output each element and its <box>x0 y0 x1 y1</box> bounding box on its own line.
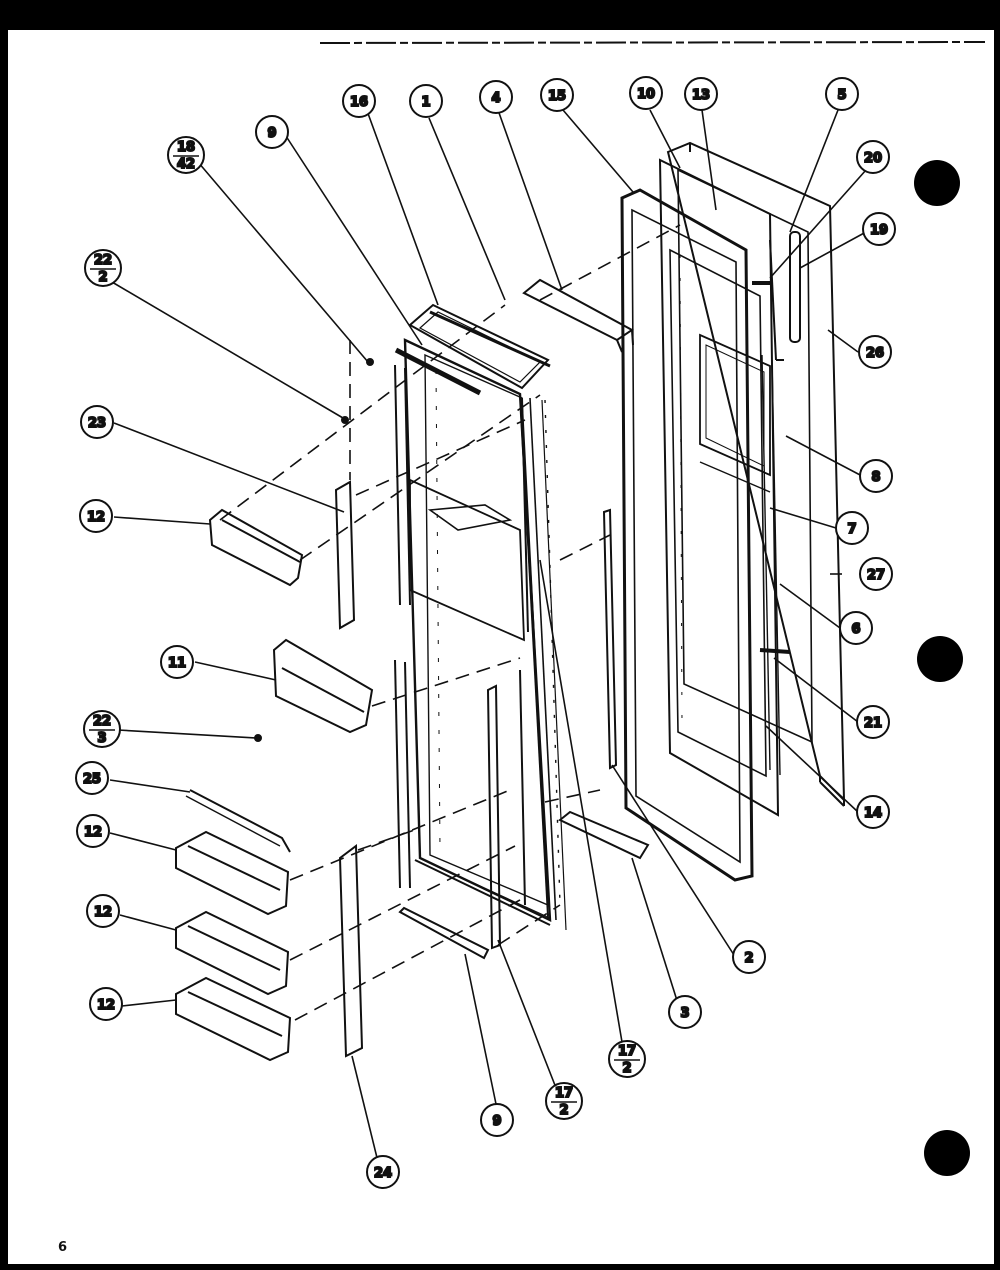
panel-4 <box>522 278 634 353</box>
callout-13: 13 <box>684 77 718 111</box>
callout-12-c-label: 12 <box>94 905 112 920</box>
callout-5-label: 5 <box>837 88 846 103</box>
binder-hole-top <box>914 160 960 206</box>
callout-12-b: 12 <box>76 814 110 848</box>
callout-1: 1 <box>409 84 443 118</box>
callout-4-label: 4 <box>491 91 500 106</box>
callout-12-a-label: 12 <box>87 510 105 525</box>
strip-3 <box>558 810 650 860</box>
callout-9-top-label: 9 <box>267 126 276 141</box>
callout-17-2-right-num: 17 <box>618 1044 636 1059</box>
callout-17-2-right-den: 2 <box>622 1061 631 1076</box>
callout-8-label: 8 <box>871 470 880 485</box>
callout-18-42-num: 18 <box>177 140 195 155</box>
binder-hole-bottom <box>924 1130 970 1176</box>
callout-22-3-num: 22 <box>93 714 111 729</box>
callout-9-bottom: 9 <box>480 1103 514 1137</box>
strip-9-bottom <box>398 906 490 960</box>
callout-7-label: 7 <box>847 522 856 537</box>
callout-2-label: 2 <box>744 951 753 966</box>
callout-12-d: 12 <box>89 987 123 1021</box>
callout-27-label: 27 <box>867 568 885 583</box>
door-inner-liner <box>658 158 780 817</box>
callout-22-3-den: 3 <box>97 731 106 746</box>
callout-11: 11 <box>160 645 194 679</box>
callout-1-label: 1 <box>421 95 430 110</box>
callout-21: 21 <box>856 705 890 739</box>
callout-5: 5 <box>825 77 859 111</box>
callout-20-label: 20 <box>864 151 882 166</box>
door-bin-1 <box>175 830 290 916</box>
binder-hole-middle <box>917 636 963 682</box>
callout-18-42-den: 42 <box>177 157 195 172</box>
callout-9-top: 9 <box>255 115 289 149</box>
callout-24: 24 <box>366 1155 400 1189</box>
callout-13-label: 13 <box>692 88 710 103</box>
callout-27: 27 <box>859 557 893 591</box>
callout-6-label: 6 <box>851 622 860 637</box>
callout-10: 10 <box>629 76 663 110</box>
callout-15-label: 15 <box>548 89 566 104</box>
callout-22-2-num: 22 <box>94 253 112 268</box>
callout-4: 4 <box>479 80 513 114</box>
callout-21-label: 21 <box>864 716 882 731</box>
callout-25-left: 25 <box>75 761 109 795</box>
door-bin-3 <box>175 976 292 1062</box>
callout-12-b-label: 12 <box>84 825 102 840</box>
callout-17-2-right: 17 2 <box>608 1040 646 1078</box>
callout-22-2: 22 2 <box>84 249 122 287</box>
strip-2 <box>602 508 618 770</box>
door-shelf-11 <box>272 638 374 734</box>
callout-22-2-den: 2 <box>98 270 107 285</box>
callout-7: 7 <box>835 511 869 545</box>
callout-3-label: 3 <box>680 1006 689 1021</box>
callout-23-label: 23 <box>88 416 106 431</box>
callout-25-left-label: 25 <box>83 772 101 787</box>
callout-3: 3 <box>668 995 702 1029</box>
callout-8: 8 <box>859 459 893 493</box>
callout-10-label: 10 <box>637 87 655 102</box>
strip-17 <box>486 684 502 950</box>
callout-22-3: 22 3 <box>83 710 121 748</box>
callout-12-c: 12 <box>86 894 120 928</box>
door-shelf-top <box>208 508 304 587</box>
callout-26: 26 <box>858 335 892 369</box>
callout-17-2-left-den: 2 <box>559 1103 568 1118</box>
callout-26-label: 26 <box>866 346 884 361</box>
page-number: 6 <box>58 1240 68 1255</box>
callout-9-bottom-label: 9 <box>492 1114 501 1129</box>
alignment-lines <box>219 224 681 1021</box>
callout-17-2-left-num: 17 <box>555 1086 573 1101</box>
callout-11-label: 11 <box>168 656 186 671</box>
callout-15: 15 <box>540 78 574 112</box>
door-bin-2 <box>175 910 290 996</box>
callout-14: 14 <box>856 795 890 829</box>
callout-19-label: 19 <box>870 223 888 238</box>
screws <box>254 358 374 742</box>
door-gasket <box>620 188 754 882</box>
callout-23: 23 <box>80 405 114 439</box>
spring-25 <box>185 789 291 853</box>
callout-6: 6 <box>839 611 873 645</box>
callout-17-2-left: 17 2 <box>545 1082 583 1120</box>
callout-2: 2 <box>732 940 766 974</box>
callout-20: 20 <box>856 140 890 174</box>
callout-24-label: 24 <box>374 1166 392 1181</box>
trim-24 <box>338 844 364 1058</box>
callout-18-42: 18 42 <box>167 136 205 174</box>
callout-12-a: 12 <box>79 499 113 533</box>
callout-19: 19 <box>862 212 896 246</box>
callout-12-d-label: 12 <box>97 998 115 1013</box>
callout-16-label: 16 <box>350 95 368 110</box>
door-cap-23 <box>334 480 356 630</box>
door-outer-panel <box>666 141 846 807</box>
cabinet-liner <box>394 303 567 931</box>
callout-14-label: 14 <box>864 806 882 821</box>
leader-lines <box>109 107 867 1171</box>
callout-16: 16 <box>342 84 376 118</box>
